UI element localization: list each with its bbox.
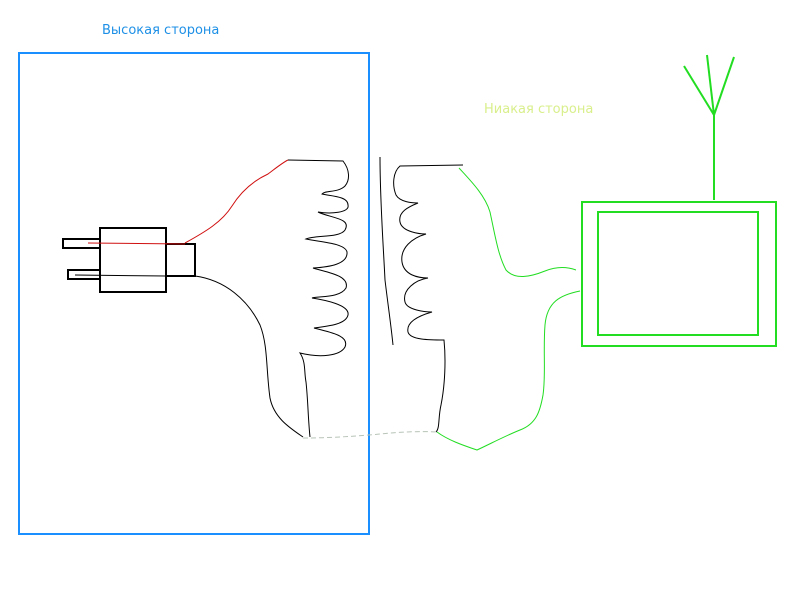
plug-prong-bottom — [67, 269, 104, 280]
plug-inner-line-red — [87, 242, 186, 245]
antenna-rod-left — [683, 65, 715, 116]
plug-inner-line-bottom — [74, 274, 167, 277]
transformer-core — [379, 156, 394, 346]
antenna-rod-right — [713, 56, 735, 116]
secondary-coil — [393, 164, 464, 433]
green-wire-top — [458, 167, 577, 277]
low-side-label: Ниакая сторона — [484, 102, 594, 117]
receiver-device — [581, 201, 777, 347]
live-wire-red — [184, 159, 289, 244]
plug-body — [99, 227, 167, 293]
device-outer-frame — [581, 201, 777, 347]
antenna-icon — [683, 54, 735, 200]
antenna-rod-center — [706, 54, 715, 116]
device-screen — [597, 211, 759, 336]
high-side-label: Высокая сторона — [102, 23, 220, 38]
high-side-frame — [18, 52, 370, 535]
primary-coil — [287, 159, 349, 438]
green-wire-bottom — [436, 290, 581, 451]
plug-neck — [165, 243, 196, 277]
power-plug — [62, 227, 196, 293]
neutral-wire-black — [194, 275, 304, 438]
